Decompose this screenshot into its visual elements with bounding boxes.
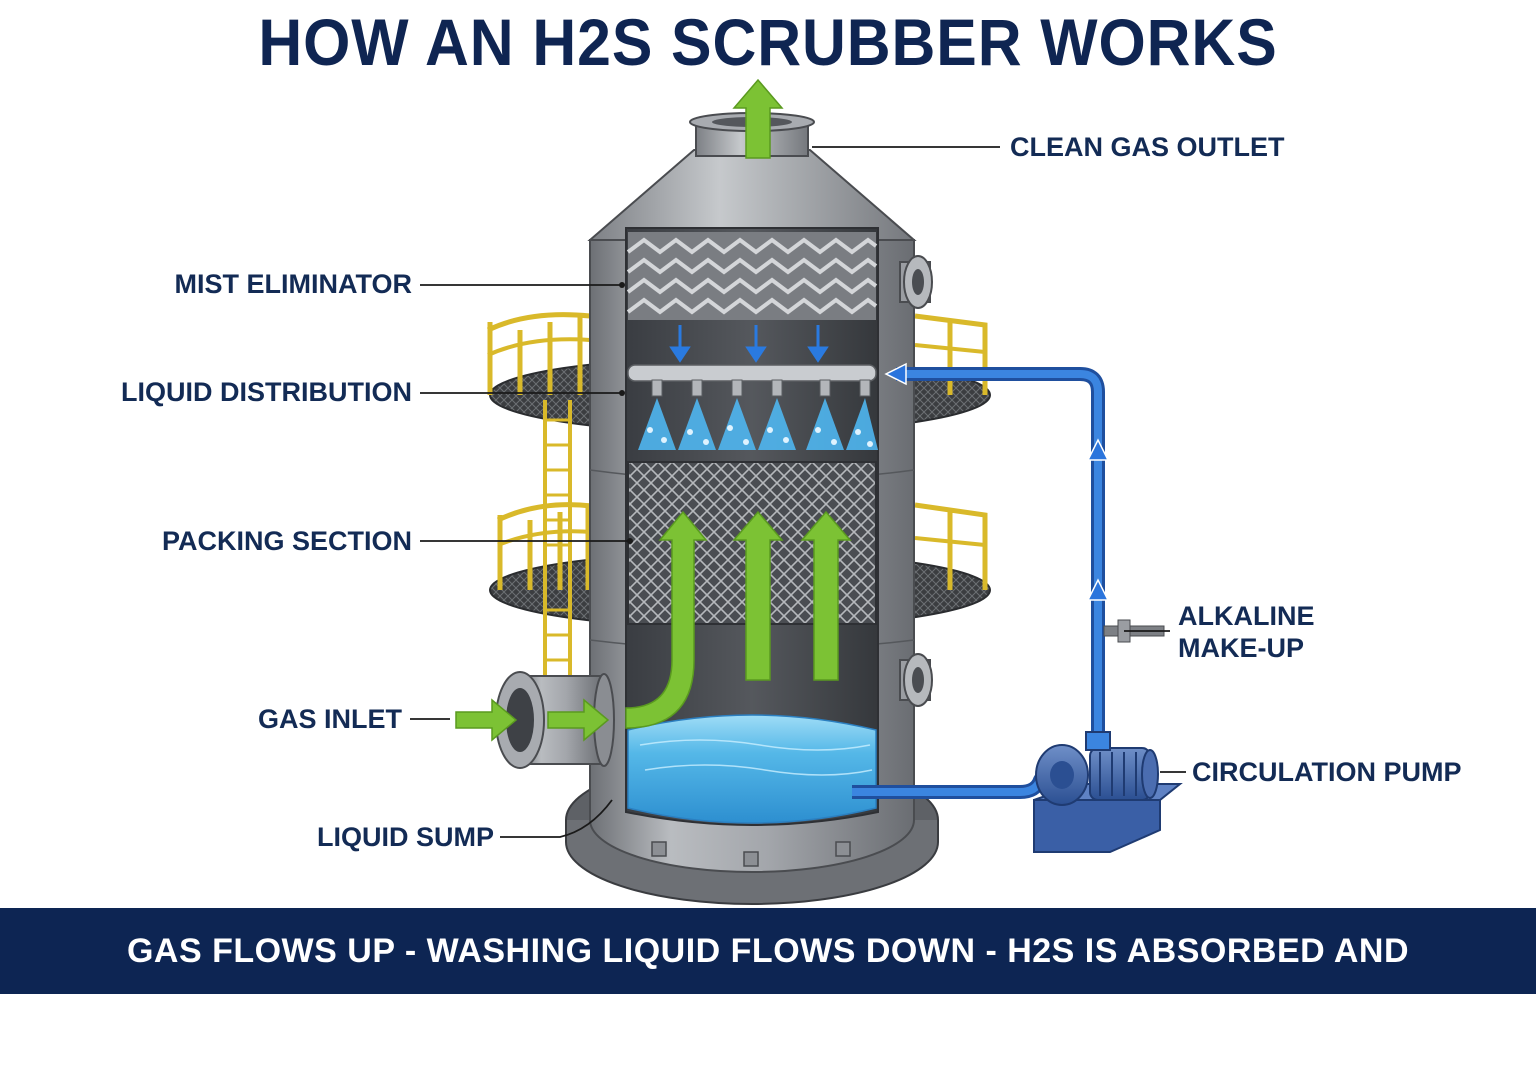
label-circulation-pump: CIRCULATION PUMP — [1192, 757, 1462, 787]
ladder — [543, 400, 572, 680]
label-gas-inlet: GAS INLET — [257, 704, 402, 734]
label-mist-eliminator: MIST ELIMINATOR — [174, 269, 413, 299]
bottom-banner: GAS FLOWS UP - WASHING LIQUID FLOWS DOWN… — [0, 908, 1536, 1056]
mist-eliminator-element — [626, 232, 878, 320]
circulation-pump-element — [1033, 731, 1183, 853]
label-alkaline-make-up-line2: MAKE-UP — [1178, 633, 1304, 663]
label-liquid-distribution: LIQUID DISTRIBUTION — [121, 377, 412, 407]
label-alkaline-make-up-line1: ALKALINE — [1178, 601, 1315, 631]
banner-text: GAS FLOWS UP - WASHING LIQUID FLOWS DOWN… — [126, 932, 1410, 1056]
side-nozzle-lower — [899, 653, 933, 707]
label-clean-gas-outlet: CLEAN GAS OUTLET — [1010, 132, 1285, 162]
page-title: HOW AN H2S SCRUBBER WORKS — [258, 5, 1278, 79]
scrubber-diagram — [410, 78, 1186, 905]
liquid-distributor — [627, 364, 878, 450]
sump-water — [627, 714, 877, 824]
gas-flow-arrows — [455, 78, 852, 742]
label-packing-section: PACKING SECTION — [161, 526, 412, 556]
liquid-flow-arrows — [884, 362, 1110, 601]
label-liquid-sump: LIQUID SUMP — [316, 822, 494, 852]
leader-lines — [410, 146, 1186, 838]
side-nozzle-upper — [899, 255, 933, 309]
